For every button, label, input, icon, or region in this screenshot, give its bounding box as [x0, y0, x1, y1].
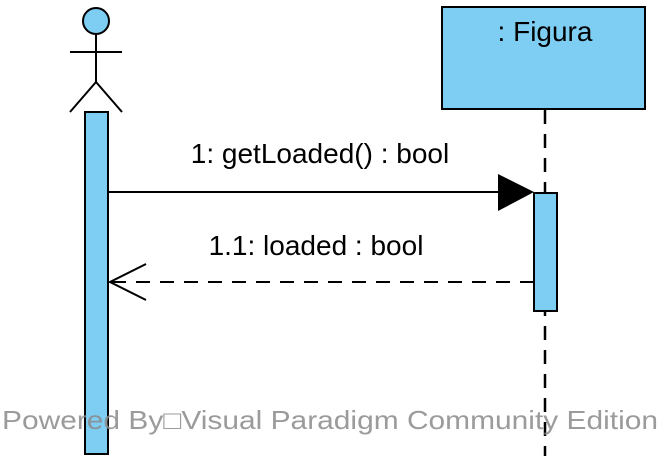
lifeline-label: : Figura: [498, 16, 593, 47]
actor-left-leg: [69, 81, 97, 113]
actor-head: [82, 7, 110, 35]
object-activation-bar[interactable]: [533, 192, 558, 312]
open-arrowhead-icon: [107, 263, 147, 301]
message-return-label: 1.1: loaded : bool: [209, 230, 424, 261]
message-return[interactable]: [107, 263, 534, 301]
lifeline-head-figura[interactable]: [441, 6, 646, 110]
actor-right-leg: [95, 81, 123, 113]
actor-stick-figure[interactable]: [69, 7, 123, 113]
actor-activation-bar[interactable]: [84, 111, 109, 455]
watermark-text: Powered By□Visual Paradigm Community Edi…: [2, 405, 658, 435]
message-call[interactable]: [108, 174, 534, 211]
filled-arrowhead-icon: [498, 174, 534, 211]
message-call-label: 1: getLoaded() : bool: [191, 138, 449, 169]
